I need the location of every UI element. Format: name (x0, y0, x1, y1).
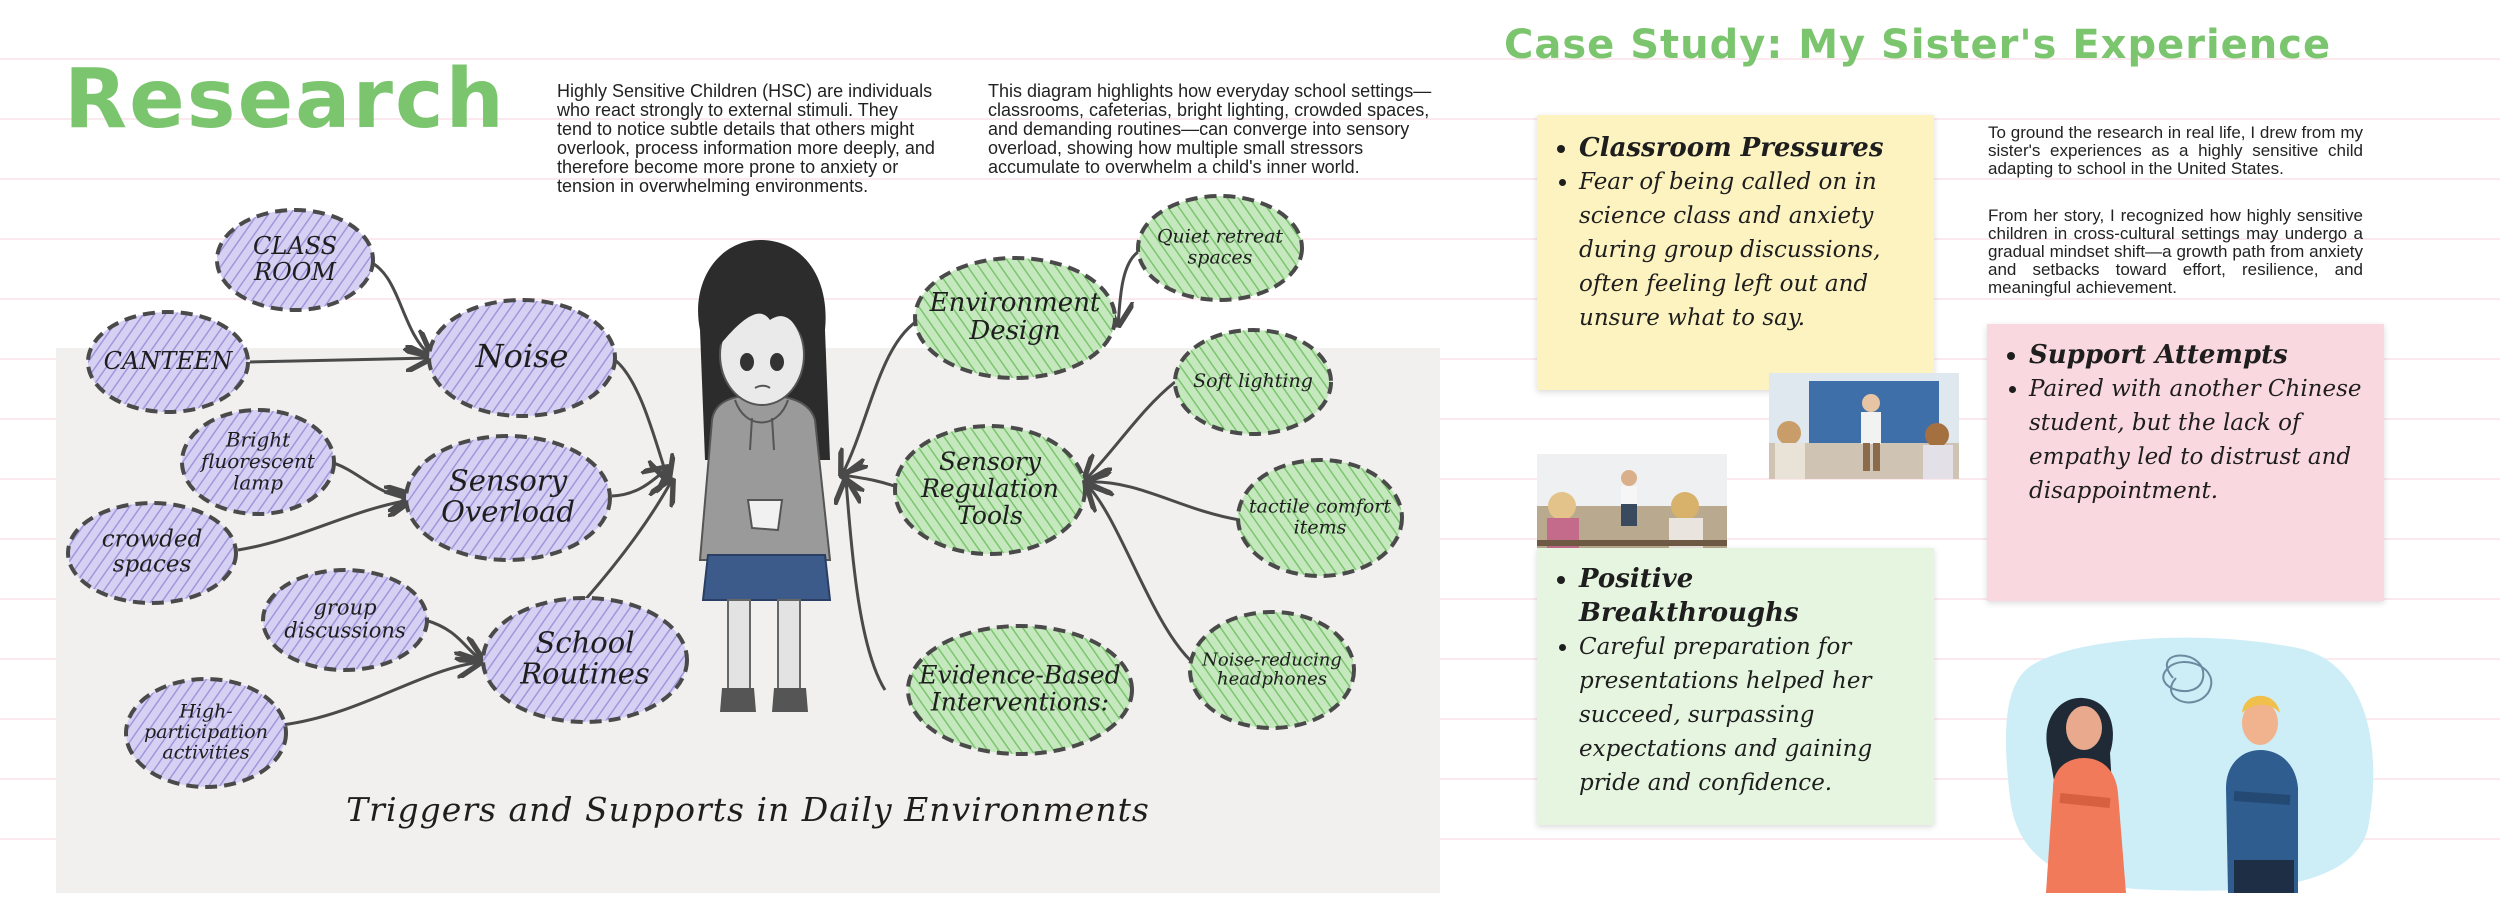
arrow-retreat-envdesign (1118, 250, 1139, 325)
arrow-lighting-regulation (1085, 380, 1176, 480)
classroom-pressures-body: Fear of being called on in science class… (1579, 165, 1920, 335)
bubble-overload (404, 434, 612, 562)
arrow-classroom-noise (364, 258, 430, 355)
bubble-fluorescent (180, 408, 336, 516)
two-figures-illustration (1998, 628, 2386, 893)
arrow-participation-routines (281, 662, 480, 727)
positive-breakthroughs-body: Careful preparation for presentations he… (1579, 630, 1920, 800)
bubble-env-design (913, 256, 1117, 380)
arrow-tactile-regulation (1088, 482, 1241, 522)
arrow-canteen-noise (249, 358, 430, 362)
case-study-title: Case Study: My Sister's Experience (1504, 22, 2332, 68)
trigger-bubbles (66, 208, 689, 789)
arrow-crowded-overload (237, 500, 410, 552)
arrow-headphones-regulation (1088, 486, 1192, 662)
bubble-headphones (1188, 610, 1356, 730)
bubble-tactile (1236, 458, 1404, 578)
arrow-routines-child (583, 480, 672, 601)
support-bubbles (893, 194, 1404, 756)
diagram-connectors (237, 250, 1241, 727)
bubble-crowded (66, 501, 238, 605)
classroom-pressures-title: Classroom Pressures (1579, 131, 1920, 165)
child-illustration (698, 240, 832, 712)
bubble-classroom (215, 208, 375, 312)
note-positive-breakthroughs: Positive Breakthroughs Careful preparati… (1537, 548, 1934, 825)
bubble-noise (427, 298, 617, 418)
support-attempts-title: Support Attempts (2029, 338, 2370, 372)
arrow-group-routines (424, 618, 482, 660)
label-canteen: CANTEEN (104, 347, 234, 375)
label-noise: Noise (475, 337, 569, 375)
research-title: Research (64, 52, 506, 147)
bubble-retreat (1136, 194, 1304, 302)
arrow-overload-child (611, 468, 668, 498)
note-support-attempts: Support Attempts Paired with another Chi… (1987, 324, 2384, 601)
bubble-canteen (86, 310, 250, 414)
label-lighting: Soft lighting (1193, 370, 1313, 392)
case-study-paragraph-2: From her story, I recognized how highly … (1988, 206, 2363, 297)
positive-breakthroughs-title: Positive Breakthroughs (1579, 562, 1920, 630)
arrow-envdesign-child (842, 316, 923, 475)
note-classroom-pressures: Classroom Pressures Fear of being called… (1537, 115, 1934, 390)
support-attempts-body: Paired with another Chinese student, but… (2029, 372, 2370, 508)
research-intro-diagram: This diagram highlights how everyday sch… (988, 81, 1432, 177)
research-intro-hsc: Highly Sensitive Children (HSC) are indi… (557, 81, 935, 196)
classroom-photo-teacher (1537, 454, 1727, 560)
diagram-caption: Triggers and Supports in Daily Environme… (346, 790, 1150, 829)
bubble-lighting (1173, 328, 1333, 436)
arrow-interventions-child (846, 480, 887, 691)
bubble-regulation (893, 424, 1087, 556)
arrow-fluorescent-overload (329, 460, 410, 496)
case-study-paragraph-1: To ground the research in real life, I d… (1988, 123, 2363, 178)
bubble-routines (481, 596, 689, 724)
bubble-interventions (906, 624, 1134, 756)
classroom-photo-presenting (1769, 373, 1959, 479)
bubble-group (261, 568, 429, 672)
bubble-participation (124, 677, 288, 789)
arrow-noise-child (614, 358, 668, 480)
